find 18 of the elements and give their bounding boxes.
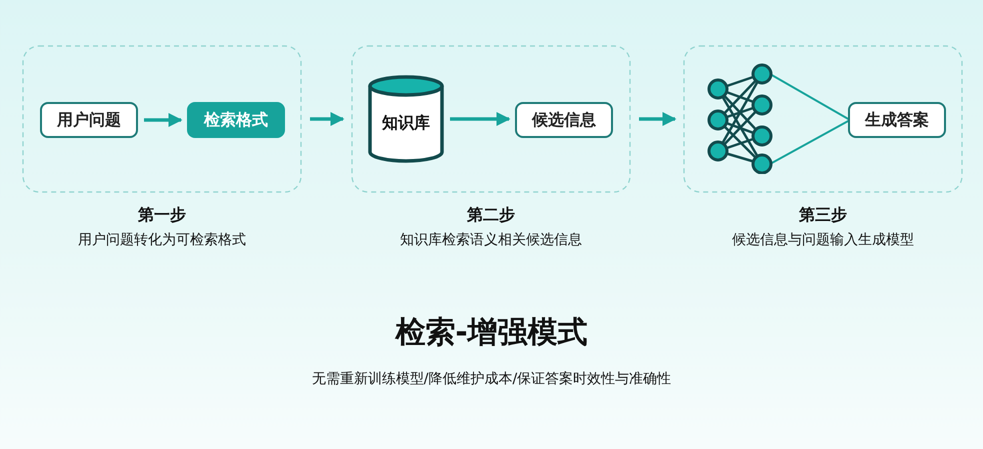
caption: 无需重新训练模型/降低维护成本/保证答案时效性与准确性 xyxy=(310,370,672,388)
process-box: 生成答案 xyxy=(848,102,946,138)
database-cylinder xyxy=(368,75,444,163)
step-heading: 第三步 xyxy=(798,205,848,226)
arrow xyxy=(310,112,344,126)
arrow xyxy=(639,112,676,126)
arrow xyxy=(450,112,510,126)
step-heading: 第二步 xyxy=(466,205,516,226)
step-heading: 第一步 xyxy=(137,205,187,226)
process-box: 候选信息 xyxy=(515,102,613,138)
step-description: 知识库检索语义相关候选信息 xyxy=(399,231,583,249)
arrow xyxy=(144,113,182,127)
node-label: 知识库 xyxy=(380,113,431,134)
step-description: 候选信息与问题输入生成模型 xyxy=(731,231,915,249)
diagram-title: 检索-增强模式 xyxy=(394,314,589,352)
highlighted-process-box: 检索格式 xyxy=(187,102,285,138)
step-description: 用户问题转化为可检索格式 xyxy=(77,231,247,249)
process-box: 用户问题 xyxy=(40,102,138,138)
